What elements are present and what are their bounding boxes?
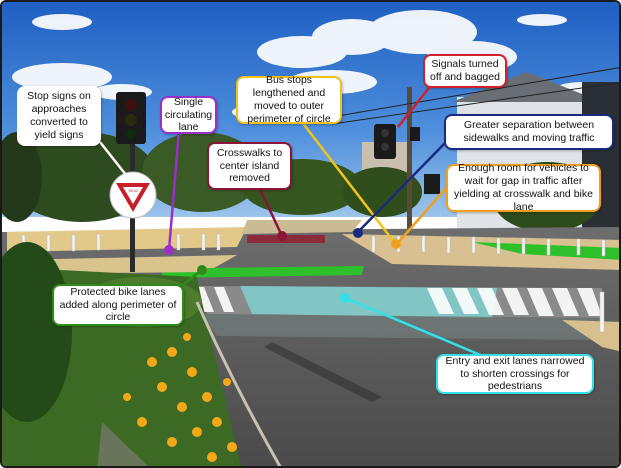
foreground-crosswalk xyxy=(192,286,602,318)
leader-dot-entry-exit xyxy=(340,293,350,303)
callout-stop-signs: Stop signs on approaches converted to yi… xyxy=(17,86,101,146)
callout-entry-exit-text: Entry and exit lanes narrowed to shorten… xyxy=(445,354,585,393)
bike-lane-foreground xyxy=(207,266,364,277)
right-curb xyxy=(562,320,619,352)
callout-single-lane: Single circulating lane xyxy=(160,96,217,134)
callout-signals: Signals turned off and bagged xyxy=(423,54,507,88)
traffic-signal-right xyxy=(374,124,440,194)
yield-sign: YIELD xyxy=(109,171,157,219)
leader-line-room xyxy=(395,186,448,246)
leader-line-entry-exit xyxy=(344,296,498,364)
callout-stop-signs-text: Stop signs on approaches converted to yi… xyxy=(27,90,91,141)
callout-crosswalks-island-text: Crosswalks to center island removed xyxy=(216,146,283,185)
power-line xyxy=(331,82,619,125)
leader-dot-crosswalks xyxy=(277,231,287,241)
callout-single-lane-text: Single circulating lane xyxy=(164,95,213,134)
leader-line-sidewalk xyxy=(357,141,447,233)
leader-line-crosswalks xyxy=(258,188,284,237)
pole-shadow xyxy=(264,342,382,402)
daylilies xyxy=(123,333,237,462)
leader-line-stop-signs xyxy=(99,141,131,181)
center-island xyxy=(242,220,362,234)
callout-bus-stops: Bus stops lengthened and moved to outer … xyxy=(236,74,342,125)
stone-path xyxy=(97,422,148,466)
leader-line-single-lane xyxy=(167,129,181,251)
leader-dot-single-lane xyxy=(164,245,174,255)
callout-entry-exit: Entry and exit lanes narrowed to shorten… xyxy=(436,354,594,394)
yield-sign-text: YIELD xyxy=(128,189,139,193)
utility-pole xyxy=(407,87,412,232)
leader-line-bus-stops xyxy=(301,121,395,243)
callout-sidewalk-separation: Greater separation between sidewalks and… xyxy=(444,114,614,150)
callout-bike-lanes-text: Protected bike lanes added along perimet… xyxy=(59,285,177,324)
leader-dots xyxy=(164,228,401,303)
callout-crosswalks-island: Crosswalks to center island removed xyxy=(207,142,292,190)
power-line xyxy=(331,67,619,118)
callout-bus-stops-text: Bus stops lengthened and moved to outer … xyxy=(247,74,331,125)
curb-line xyxy=(195,301,282,466)
narrowed-lane-area xyxy=(202,314,602,340)
callout-bike-lanes: Protected bike lanes added along perimet… xyxy=(52,284,184,326)
callout-room-to-wait: Enough room for vehicles to wait for gap… xyxy=(446,162,601,213)
far-sidewalk xyxy=(7,227,247,252)
callout-sidewalk-separation-text: Greater separation between sidewalks and… xyxy=(463,119,595,144)
leader-dot-bike-lanes xyxy=(197,265,207,275)
callout-room-to-wait-text: Enough room for vehicles to wait for gap… xyxy=(454,162,593,213)
leader-dot-room xyxy=(391,239,401,249)
callout-signals-text: Signals turned off and bagged xyxy=(430,58,500,83)
bike-lane-right xyxy=(472,242,619,260)
leader-line-signals xyxy=(397,83,433,128)
leader-dot-sidewalk xyxy=(353,228,363,238)
leader-lines xyxy=(99,83,498,364)
left-sidewalk xyxy=(12,255,237,274)
